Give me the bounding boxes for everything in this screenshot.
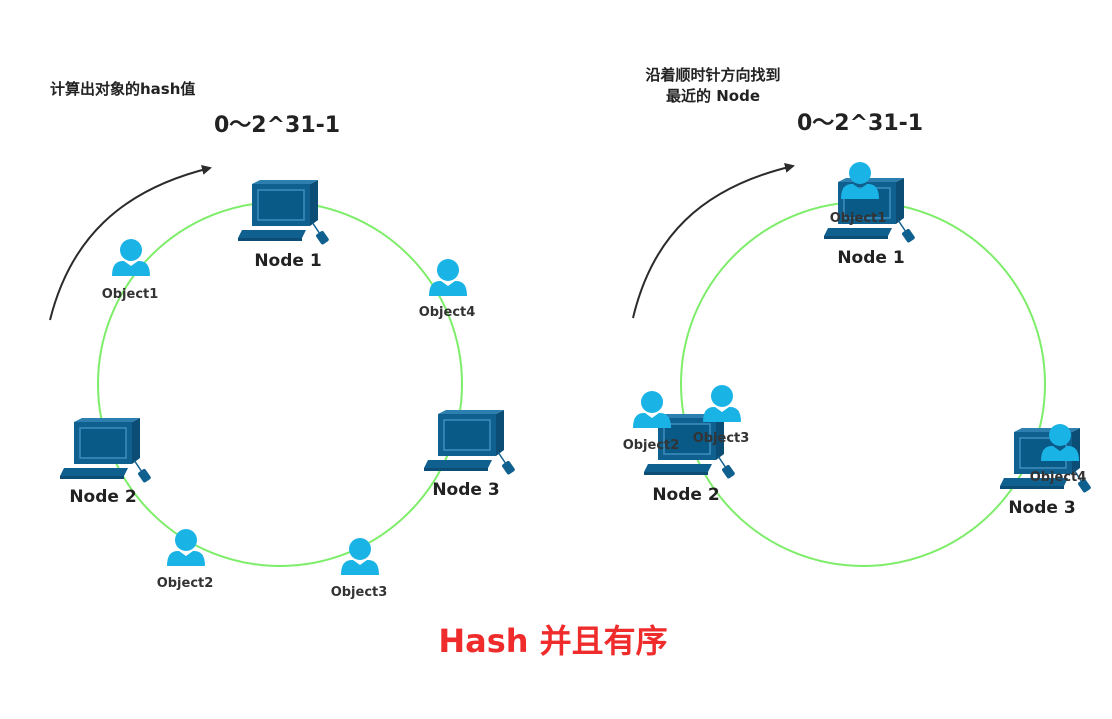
left-node3: Node 3 bbox=[423, 409, 517, 500]
right-node2: Node 2 bbox=[643, 413, 737, 505]
person-icon bbox=[703, 385, 741, 422]
left-object3: Object3 bbox=[331, 538, 388, 600]
right-object2: Object2 bbox=[623, 391, 680, 453]
left-object3-label: Object3 bbox=[331, 585, 388, 600]
left-node1-label: Node 1 bbox=[254, 251, 321, 271]
left-caption: 计算出对象的hash值 bbox=[50, 80, 195, 98]
left-object1-label: Object1 bbox=[102, 287, 159, 302]
person-icon bbox=[341, 538, 379, 575]
left-node2-label: Node 2 bbox=[69, 487, 136, 507]
right-object2-label: Object2 bbox=[623, 438, 680, 453]
right-object3: Object3 bbox=[693, 385, 750, 446]
right-node2-label: Node 2 bbox=[652, 485, 719, 505]
computer-icon bbox=[59, 417, 153, 484]
right-object1-label: Object1 bbox=[830, 211, 887, 226]
right-node3-label: Node 3 bbox=[1008, 498, 1075, 518]
left-node1: Node 1 bbox=[237, 179, 331, 271]
right-object1: Object1 bbox=[830, 162, 887, 226]
right-caption-line1: 沿着顺时针方向找到 bbox=[645, 66, 780, 84]
computer-icon bbox=[237, 179, 331, 246]
diagram-title: Hash 并且有序 bbox=[438, 622, 667, 660]
right-node1-label: Node 1 bbox=[837, 248, 904, 268]
left-object4: Object4 bbox=[419, 259, 476, 320]
right-node1: Node 1 bbox=[823, 177, 917, 268]
right-node3: Node 3 bbox=[999, 427, 1093, 518]
left-node3-label: Node 3 bbox=[432, 480, 499, 500]
clockwise-arrow bbox=[632, 162, 795, 319]
person-icon bbox=[633, 391, 671, 428]
person-icon bbox=[429, 259, 467, 296]
left-range: 0～2^31-1 bbox=[214, 113, 340, 138]
right-caption-line2: 最近的 Node bbox=[666, 87, 760, 105]
right-object4: Object4 bbox=[1030, 424, 1087, 485]
left-panel: 计算出对象的hash值 0～2^31-1 Node 1 Node 2 Node … bbox=[49, 80, 517, 600]
right-panel: 沿着顺时针方向找到 最近的 Node 0～2^31-1 Node 1 Node … bbox=[623, 66, 1093, 567]
left-node2: Node 2 bbox=[59, 417, 153, 507]
left-object2: Object2 bbox=[157, 529, 214, 591]
right-range: 0～2^31-1 bbox=[797, 111, 923, 136]
clockwise-arrow bbox=[49, 165, 212, 321]
left-object4-label: Object4 bbox=[419, 305, 476, 320]
left-object1: Object1 bbox=[102, 239, 159, 302]
right-object3-label: Object3 bbox=[693, 431, 750, 446]
right-object4-label: Object4 bbox=[1030, 470, 1087, 485]
person-icon bbox=[112, 239, 150, 276]
computer-icon bbox=[423, 409, 517, 476]
left-object2-label: Object2 bbox=[157, 576, 214, 591]
